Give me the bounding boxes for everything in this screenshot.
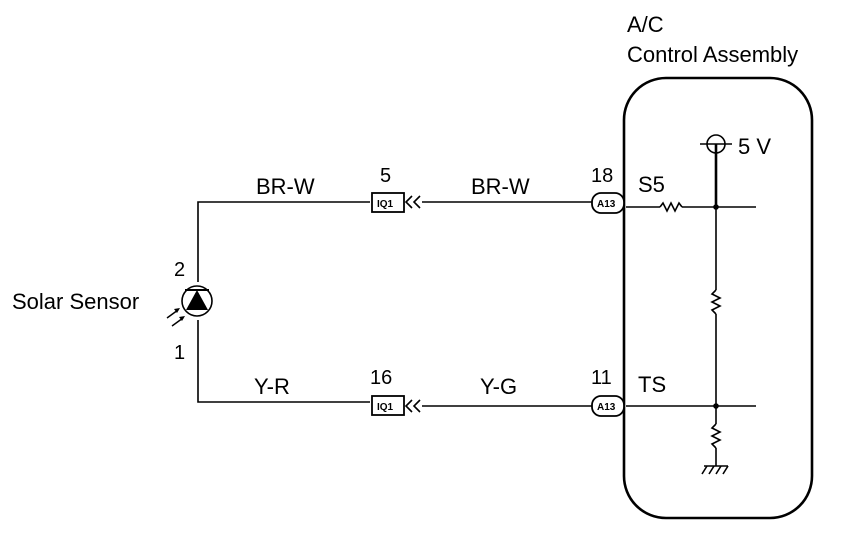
- sensor-pin-bottom: 1: [174, 342, 185, 364]
- iq1-bottom-pin: 16: [370, 367, 392, 389]
- a13-top-pin: 18: [591, 165, 613, 187]
- ground-icon: [701, 465, 729, 475]
- connector-a13-bottom: A13: [591, 395, 625, 417]
- wire-bottom-left: [197, 320, 370, 403]
- connector-a13-top-label: A13: [597, 199, 616, 210]
- a13-bottom-pin: 11: [591, 367, 612, 389]
- component-title-line2: Control Assembly: [627, 42, 798, 67]
- connector-a13-top: A13: [591, 192, 625, 214]
- terminal-ts-label: TS: [638, 372, 666, 397]
- resistor-middle-icon: [710, 289, 722, 315]
- internal-circuit: [626, 134, 756, 475]
- connector-iq1-bottom-label: IQ1: [377, 402, 394, 413]
- wire-label-bottom-left: Y-R: [254, 374, 290, 399]
- iq1-top-pin: 5: [380, 165, 391, 187]
- wire-label-top-right: BR-W: [471, 174, 530, 199]
- connector-iq1-top: IQ1: [371, 192, 421, 213]
- terminal-s5-label: S5: [638, 172, 665, 197]
- sensor-label: Solar Sensor: [12, 289, 139, 314]
- supply-5v-label: 5 V: [738, 134, 771, 159]
- resistor-lower-icon: [710, 423, 722, 449]
- wire-top-left: [197, 201, 370, 282]
- connector-iq1-bottom: IQ1: [371, 395, 421, 416]
- sensor-pin-top: 2: [174, 259, 185, 281]
- wire-label-bottom-right: Y-G: [480, 374, 517, 399]
- control-assembly-box: [622, 76, 814, 520]
- connector-a13-bottom-label: A13: [597, 402, 616, 413]
- solar-sensor-icon: [166, 285, 213, 327]
- connector-iq1-top-label: IQ1: [377, 199, 394, 210]
- component-title-line1: A/C: [627, 12, 664, 37]
- wire-label-top-left: BR-W: [256, 174, 315, 199]
